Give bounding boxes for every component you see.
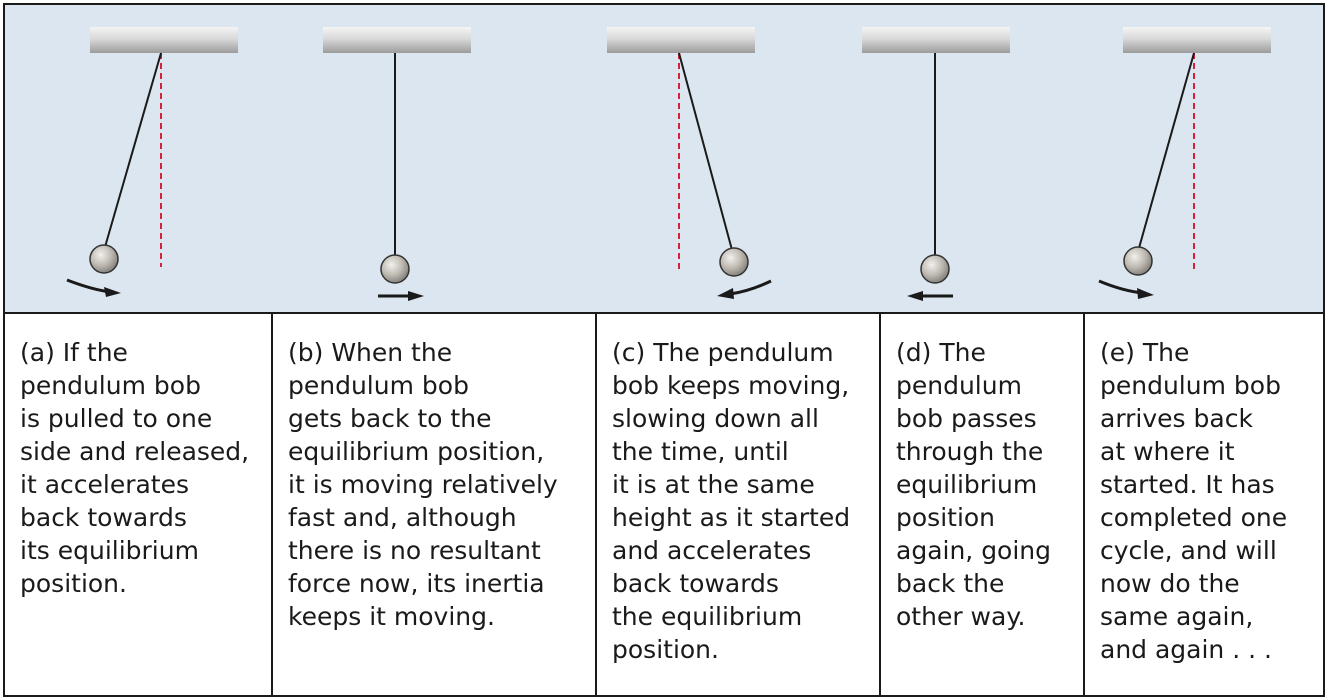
pendulum-cycle-figure: (a) If the pendulum bob is pulled to one… bbox=[3, 3, 1325, 697]
caption-e: (e) The pendulum bob arrives back at whe… bbox=[1085, 314, 1323, 695]
bob-b bbox=[381, 255, 409, 283]
string-c bbox=[679, 53, 732, 250]
bob-e bbox=[1124, 247, 1152, 275]
bob-c bbox=[720, 248, 748, 276]
support-bar-b bbox=[323, 27, 471, 53]
caption-a: (a) If the pendulum bob is pulled to one… bbox=[5, 314, 271, 695]
bob-d bbox=[921, 255, 949, 283]
bob-a bbox=[90, 245, 118, 273]
caption-b: (b) When the pendulum bob gets back to t… bbox=[273, 314, 595, 695]
arrowhead-e bbox=[1137, 288, 1154, 299]
pendulum-c bbox=[607, 27, 771, 299]
arrowhead-d bbox=[907, 291, 923, 301]
string-e bbox=[1139, 53, 1194, 248]
pendulum-d bbox=[862, 27, 1010, 301]
string-a bbox=[105, 53, 161, 247]
support-bar-d bbox=[862, 27, 1010, 53]
caption-c: (c) The pendulum bob keeps moving, slowi… bbox=[597, 314, 879, 695]
motion-arrow-c bbox=[730, 281, 771, 294]
arrowhead-a bbox=[104, 287, 121, 297]
pendulum-a bbox=[67, 27, 238, 297]
support-bar-e bbox=[1123, 27, 1271, 53]
support-bar-c bbox=[607, 27, 755, 53]
motion-arrow-e bbox=[1099, 281, 1143, 293]
pendulum-illustrations bbox=[5, 5, 1323, 312]
caption-d: (d) The pendulum bob passes through the … bbox=[881, 314, 1083, 695]
pendulum-illustration-strip bbox=[5, 5, 1323, 314]
pendulum-b bbox=[323, 27, 471, 301]
pendulum-e bbox=[1099, 27, 1271, 299]
arrowhead-b bbox=[408, 291, 424, 301]
motion-arrow-a bbox=[67, 280, 111, 292]
support-bar-a bbox=[90, 27, 238, 53]
arrowhead-c bbox=[717, 288, 734, 299]
